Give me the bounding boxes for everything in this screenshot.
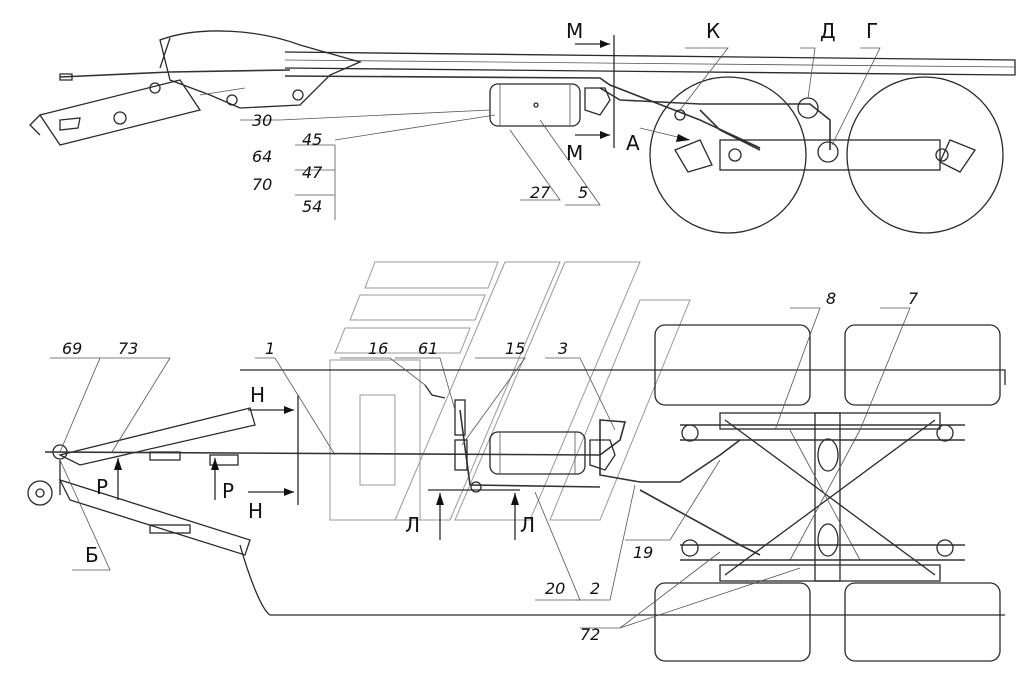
label-45: 45 bbox=[302, 130, 322, 149]
plan-view: 69 73 1 16 61 15 3 8 7 Н Н Р Р Л Л Б 19 … bbox=[27, 289, 1006, 662]
watermark-logo bbox=[329, 261, 691, 521]
label-47: 47 bbox=[302, 163, 323, 182]
label-h-top: Н bbox=[250, 383, 265, 407]
side-rear-wheel bbox=[846, 76, 1004, 234]
label-1: 1 bbox=[265, 339, 275, 358]
plan-wheel-rl bbox=[844, 324, 1001, 406]
label-d: Д bbox=[820, 19, 836, 43]
label-g: Г bbox=[866, 19, 878, 43]
label-54: 54 bbox=[302, 197, 322, 216]
label-8: 8 bbox=[826, 289, 836, 308]
label-70: 70 bbox=[252, 175, 272, 194]
label-5: 5 bbox=[578, 183, 588, 202]
label-27: 27 bbox=[530, 183, 551, 202]
label-a: А bbox=[626, 131, 640, 155]
label-7: 7 bbox=[908, 289, 919, 308]
label-k: К bbox=[706, 19, 720, 43]
label-72: 72 bbox=[580, 625, 600, 644]
plan-wheel-rr bbox=[844, 582, 1001, 662]
label-m-top: М bbox=[566, 19, 583, 43]
label-61: 61 bbox=[418, 339, 438, 358]
label-b: Б bbox=[85, 543, 99, 567]
label-30: 30 bbox=[252, 111, 272, 130]
side-front-wheel bbox=[649, 76, 807, 234]
label-m-bottom: М bbox=[566, 141, 583, 165]
label-20: 20 bbox=[545, 579, 565, 598]
label-l-left: Л bbox=[405, 513, 420, 537]
side-view: М М К Д Г А 30 45 64 47 70 54 27 5 bbox=[29, 19, 1016, 234]
label-19: 19 bbox=[633, 543, 653, 562]
label-h-bottom: Н bbox=[248, 499, 263, 523]
label-69: 69 bbox=[62, 339, 82, 358]
plan-wheel-fr bbox=[654, 582, 811, 662]
label-l-right: Л bbox=[520, 513, 535, 537]
plan-wheel-fl bbox=[654, 324, 811, 406]
label-16: 16 bbox=[368, 339, 388, 358]
label-r-left: Р bbox=[96, 475, 108, 499]
label-r-right: Р bbox=[222, 479, 234, 503]
label-2: 2 bbox=[590, 579, 600, 598]
label-73: 73 bbox=[118, 339, 138, 358]
label-15: 15 bbox=[505, 339, 525, 358]
label-3: 3 bbox=[558, 339, 568, 358]
label-64: 64 bbox=[252, 147, 272, 166]
